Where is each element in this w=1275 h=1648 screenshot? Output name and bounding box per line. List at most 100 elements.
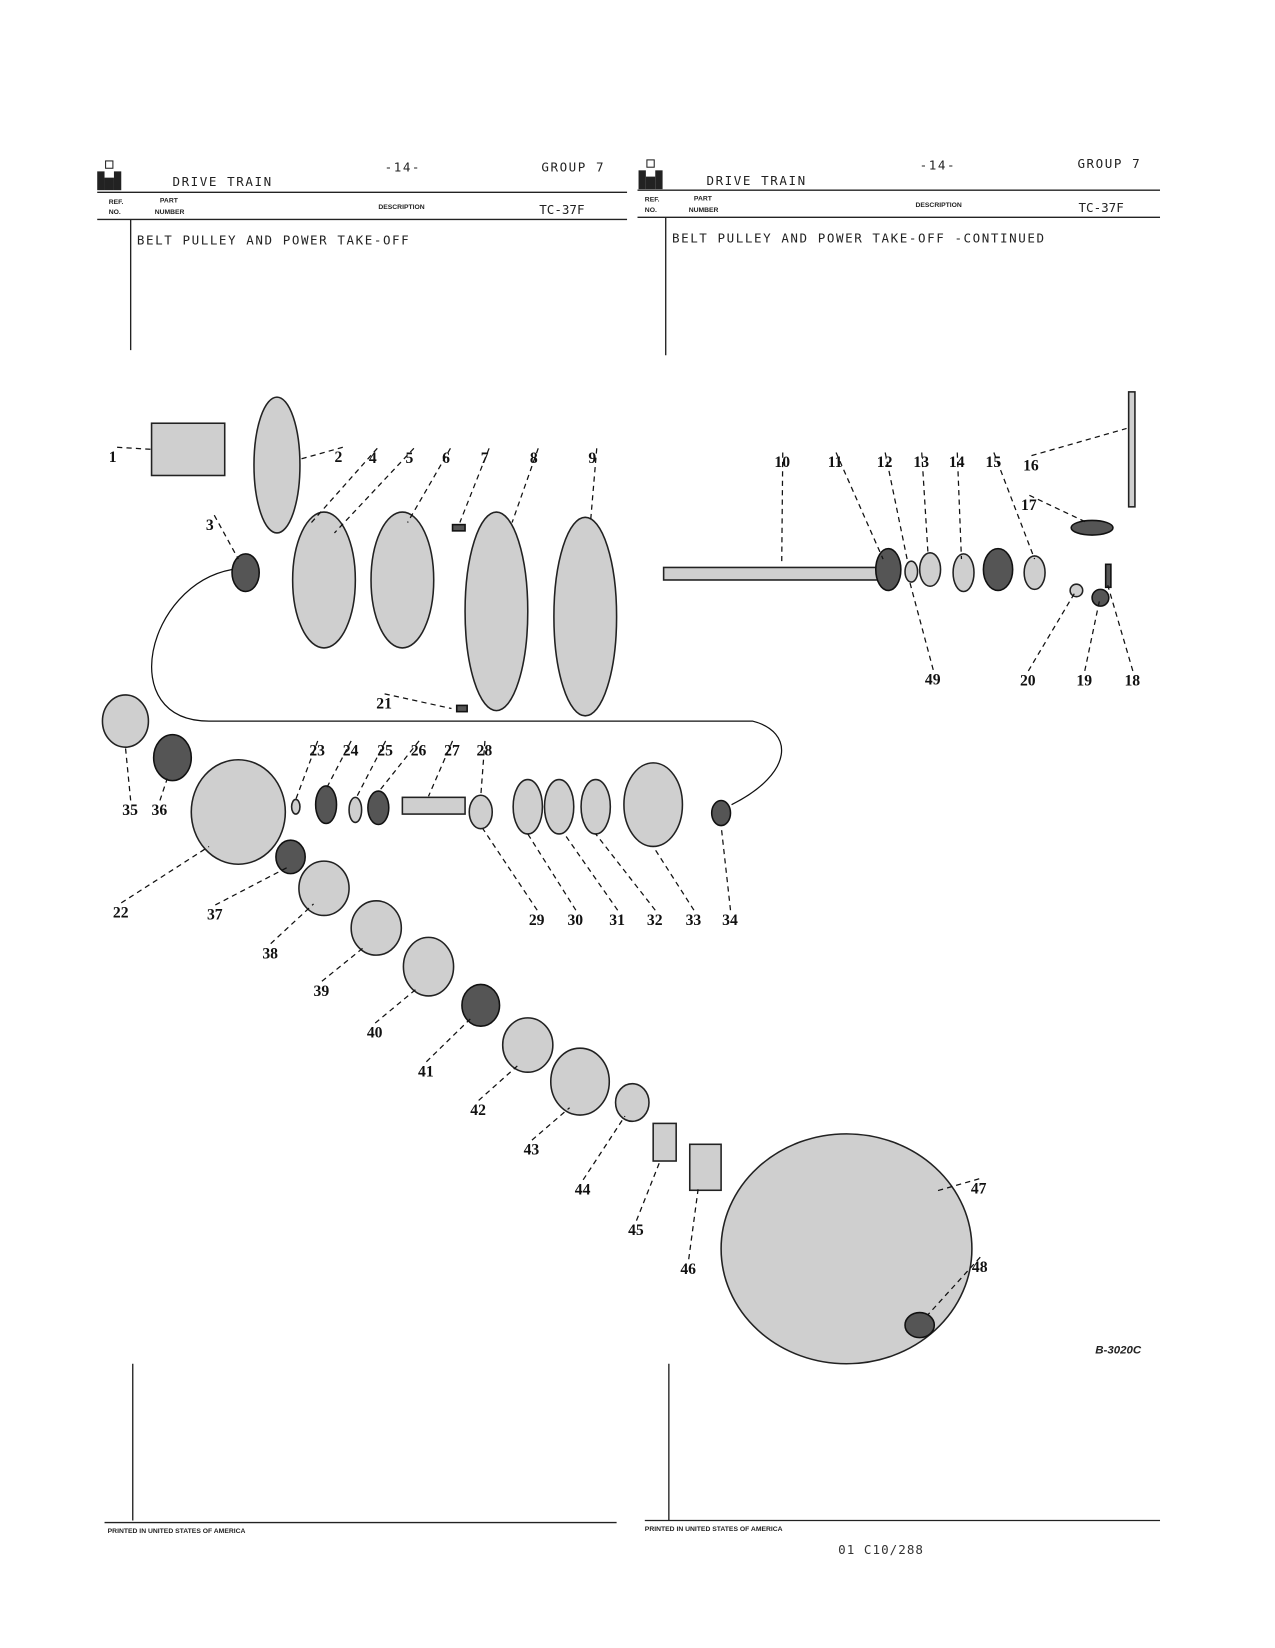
callout-11: 11 bbox=[828, 454, 843, 471]
leader-line bbox=[270, 903, 314, 945]
leader-line bbox=[213, 514, 239, 560]
callout-47: 47 bbox=[971, 1180, 987, 1197]
section-title: DRIVE TRAIN bbox=[172, 174, 272, 189]
shaft-bearing bbox=[874, 547, 902, 592]
leader-line bbox=[459, 448, 490, 523]
pinion-gear bbox=[152, 733, 193, 782]
oil-seal bbox=[275, 839, 306, 875]
pin bbox=[451, 523, 466, 532]
col-description: DESCRIPTION bbox=[915, 202, 961, 209]
leader-line bbox=[478, 1065, 518, 1101]
callout-32: 32 bbox=[647, 912, 663, 929]
document-code: 01 C10/288 bbox=[838, 1542, 924, 1557]
leader-line bbox=[310, 447, 378, 523]
housing-flange bbox=[291, 511, 357, 649]
callout-23: 23 bbox=[309, 743, 325, 760]
callout-37: 37 bbox=[207, 907, 223, 924]
sleeve bbox=[652, 1122, 677, 1162]
catalog-code: TC-37F bbox=[1078, 200, 1123, 215]
belt-pulley bbox=[720, 1133, 973, 1365]
leader-line bbox=[427, 740, 454, 797]
gasket-plate bbox=[501, 1017, 554, 1073]
col-ref: REF. bbox=[109, 199, 124, 206]
cover-plate bbox=[253, 396, 301, 534]
callout-36: 36 bbox=[152, 802, 168, 819]
callout-9: 9 bbox=[588, 450, 596, 467]
group-label: GROUP 7 bbox=[1077, 156, 1141, 171]
leader-line bbox=[595, 833, 656, 911]
callout-16: 16 bbox=[1023, 457, 1039, 474]
stub-shaft bbox=[401, 796, 466, 815]
callout-29: 29 bbox=[529, 912, 545, 929]
callout-22: 22 bbox=[113, 905, 129, 922]
callout-41: 41 bbox=[418, 1063, 434, 1080]
callout-7: 7 bbox=[481, 450, 489, 467]
leader-line bbox=[531, 1107, 570, 1141]
callout-21: 21 bbox=[376, 696, 392, 713]
leader-line bbox=[117, 446, 152, 450]
leader-line bbox=[1027, 593, 1075, 672]
col-part-number: NUMBER bbox=[155, 209, 185, 216]
leader-line bbox=[1031, 427, 1127, 457]
washer-small bbox=[290, 798, 301, 815]
seal-small bbox=[710, 799, 732, 827]
callout-46: 46 bbox=[680, 1261, 696, 1278]
callout-14: 14 bbox=[949, 454, 965, 471]
plug bbox=[1091, 588, 1110, 607]
callout-10: 10 bbox=[774, 454, 790, 471]
leader-line bbox=[120, 845, 210, 904]
cap bbox=[101, 694, 150, 748]
callout-28: 28 bbox=[477, 743, 493, 760]
leader-line bbox=[927, 1256, 981, 1316]
col-ref: REF. bbox=[645, 197, 660, 204]
leader-line bbox=[635, 1159, 662, 1221]
callout-27: 27 bbox=[444, 743, 460, 760]
callout-3: 3 bbox=[206, 517, 214, 534]
gasket-large bbox=[553, 516, 618, 717]
leader-line bbox=[921, 452, 929, 554]
leader-line bbox=[384, 693, 452, 710]
callout-44: 44 bbox=[575, 1181, 591, 1198]
callout-39: 39 bbox=[314, 983, 330, 1000]
leader-line bbox=[215, 866, 288, 906]
leader-line bbox=[935, 1178, 980, 1192]
washer bbox=[904, 560, 919, 583]
ball bbox=[1069, 583, 1084, 598]
leader-line bbox=[407, 448, 451, 523]
leader-line bbox=[589, 448, 598, 523]
callout-33: 33 bbox=[686, 912, 702, 929]
bearing bbox=[231, 553, 260, 593]
leader-line bbox=[993, 452, 1036, 560]
leader-line bbox=[720, 825, 732, 911]
leader-line bbox=[652, 846, 695, 911]
callout-48: 48 bbox=[972, 1259, 988, 1276]
pto-shaft bbox=[662, 566, 879, 581]
callout-42: 42 bbox=[470, 1102, 486, 1119]
shim-1 bbox=[512, 778, 544, 835]
assembly-path-line bbox=[151, 568, 783, 806]
leader-line bbox=[1084, 600, 1101, 672]
callout-19: 19 bbox=[1076, 673, 1092, 690]
snap-ring bbox=[348, 796, 363, 824]
callout-45: 45 bbox=[628, 1222, 644, 1239]
callout-25: 25 bbox=[377, 743, 393, 760]
leader-line bbox=[908, 579, 934, 671]
callout-15: 15 bbox=[985, 454, 1001, 471]
gear bbox=[982, 547, 1014, 592]
seal bbox=[918, 552, 942, 588]
right-page-header: DRIVE TRAIN -14- GROUP 7 REF. NO. PART N… bbox=[637, 156, 1161, 356]
col-description: DESCRIPTION bbox=[378, 204, 424, 211]
cage bbox=[402, 936, 455, 997]
section-title: DRIVE TRAIN bbox=[706, 173, 806, 188]
right-footer: PRINTED IN UNITED STATES OF AMERICA bbox=[645, 1526, 783, 1533]
callout-17: 17 bbox=[1021, 497, 1037, 514]
leader-line bbox=[527, 833, 577, 911]
bushing bbox=[688, 1143, 722, 1192]
leader-line bbox=[124, 747, 132, 801]
col-ref-no: NO. bbox=[645, 207, 657, 214]
gasket bbox=[370, 511, 435, 649]
retainer-1 bbox=[298, 860, 350, 917]
leader-line bbox=[688, 1189, 699, 1260]
page-number: -14- bbox=[385, 159, 421, 174]
